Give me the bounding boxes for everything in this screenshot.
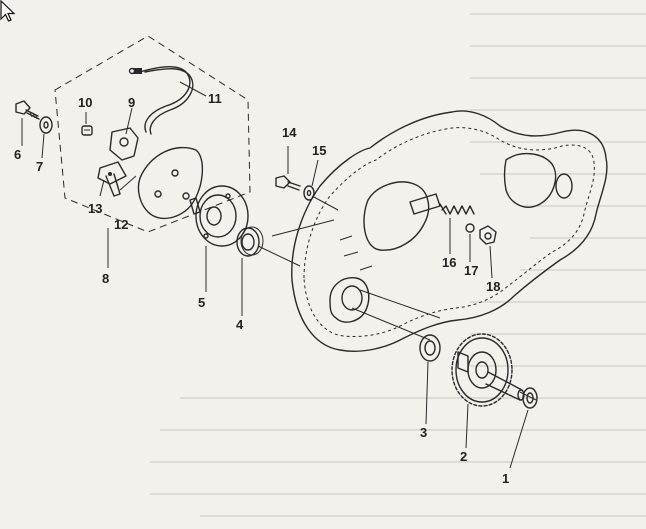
- callout-13: 13: [88, 201, 103, 216]
- callout-9: 9: [128, 95, 136, 110]
- rotor-5: [189, 185, 249, 247]
- callout-18: 18: [486, 279, 501, 294]
- callout-5: 5: [198, 295, 206, 310]
- callout-11: 11: [208, 91, 222, 106]
- bleed-through-text: [150, 13, 646, 517]
- callout-16: 16: [442, 255, 457, 270]
- kit-boundary-outline: [54, 35, 251, 233]
- callout-2: 2: [460, 449, 468, 464]
- screw-10: [81, 125, 93, 136]
- washer-3: [419, 334, 441, 362]
- washer-15: [303, 185, 315, 201]
- callout-3: 3: [420, 425, 428, 440]
- washer-7: [39, 116, 53, 134]
- callout-15: 15: [312, 143, 327, 158]
- oil-seal-4: [236, 226, 264, 257]
- callout-8: 8: [102, 271, 110, 286]
- callout-leaders: [21, 81, 529, 469]
- callout-17: 17: [464, 263, 479, 278]
- callout-6: 6: [14, 147, 22, 162]
- bolt-14: [275, 175, 301, 191]
- callout-7: 7: [36, 159, 44, 174]
- callout-1: 1: [502, 471, 510, 486]
- assembly-axis-lines: [257, 195, 537, 401]
- washer-1: [522, 387, 538, 409]
- pickup-coil-assembly: [97, 127, 139, 197]
- callout-10: 10: [78, 95, 93, 110]
- callout-4: 4: [236, 317, 244, 332]
- wire-harness: [128, 66, 194, 135]
- gear-2: [451, 333, 525, 407]
- ball-17: [465, 223, 475, 233]
- callout-14: 14: [282, 125, 297, 140]
- plug-18: [479, 225, 497, 245]
- stator-plate: [137, 146, 203, 220]
- callout-12: 12: [114, 217, 129, 232]
- crankcase-cover: [291, 110, 608, 352]
- mouse-pointer-icon: [0, 0, 16, 22]
- spring-16: [439, 203, 475, 215]
- bolt-6: [15, 100, 40, 120]
